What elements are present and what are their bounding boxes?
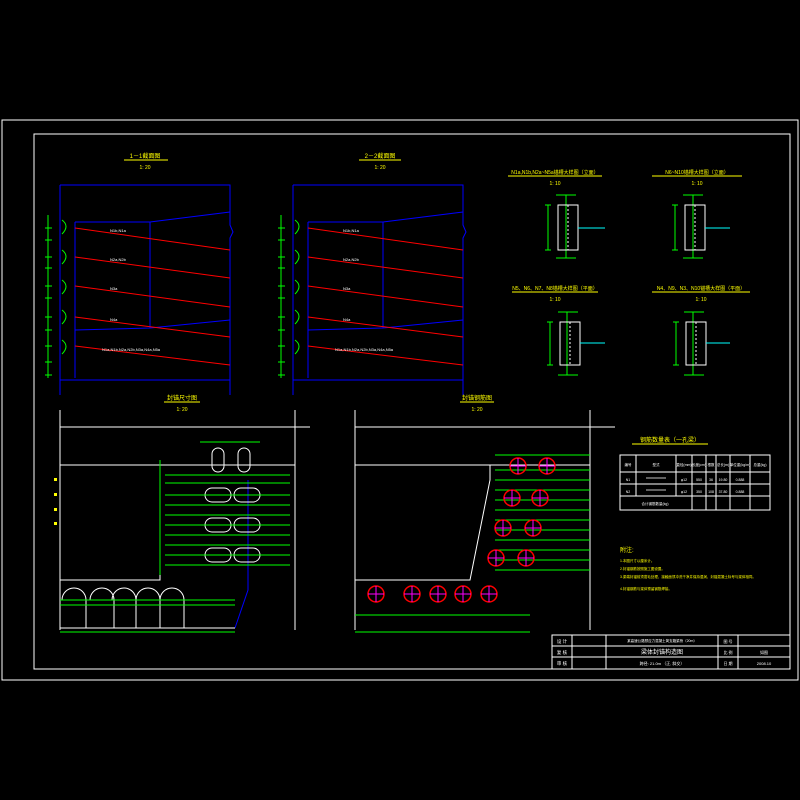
drawing-title: 梁体封锚构造图: [641, 648, 683, 656]
svg-text:N1b,N1a: N1b,N1a: [110, 228, 127, 233]
plan-rebar-view: 封锚钢筋图 1: 20: [354, 394, 615, 633]
notes-title: 附注:: [620, 546, 634, 554]
svg-text:0.888: 0.888: [736, 490, 745, 494]
notes: 附注: 1.本图尺寸以厘米计。 2.封锚钢筋按照施工图设置。 3.梁端封锚前须凿…: [620, 546, 756, 591]
outer-border: [1, 119, 799, 681]
svg-text:长度(cm): 长度(cm): [692, 462, 706, 467]
rebar-quantity-table: 钢筋数量表（一孔梁） 编号 型式 直径(mm) 长度(cm) 根数 总长(m) …: [619, 436, 771, 511]
detail-d-title: N4、N9、N3、N10锚槽大样图（平面）: [657, 285, 745, 292]
svg-text:N1a,N1b,N2a,N2b,N3a,N4a,N5a: N1a,N1b,N2a,N2b,N3a,N4a,N5a: [102, 347, 161, 352]
svg-text:复 核: 复 核: [557, 649, 568, 656]
svg-text:φ12: φ12: [681, 478, 687, 482]
svg-text:4.封锚钢筋与梁体预留钢筋焊接。: 4.封锚钢筋与梁体预留钢筋焊接。: [620, 586, 672, 591]
section-2-scale: 1: 20: [374, 165, 385, 171]
project-name: 某高速公路预应力混凝土简支箱梁桥（20m）: [627, 638, 697, 643]
svg-text:总重(kg): 总重(kg): [753, 462, 766, 467]
svg-text:合计钢筋数量(kg): 合计钢筋数量(kg): [641, 501, 668, 506]
detail-a-title: N1a,N1b,N2a~N5a锚槽大样图（立面）: [511, 169, 598, 176]
svg-text:1: 10: 1: 10: [549, 181, 560, 187]
detail-views: N1a,N1b,N2a~N5a锚槽大样图（立面） 1: 10 N6~N10锚槽大…: [508, 169, 750, 376]
svg-text:日 期: 日 期: [723, 660, 732, 666]
svg-text:108: 108: [708, 490, 714, 494]
svg-text:型式: 型式: [653, 462, 661, 467]
svg-text:N2: N2: [626, 490, 631, 494]
svg-text:0.888: 0.888: [736, 478, 745, 482]
svg-text:N3a: N3a: [110, 286, 118, 291]
svg-text:19.80: 19.80: [719, 478, 728, 482]
plan-rebar-title: 封锚钢筋图: [462, 394, 492, 402]
svg-text:总长(m): 总长(m): [717, 462, 729, 467]
section-2-title: 2－2截面图: [365, 152, 396, 160]
svg-text:N1: N1: [626, 478, 631, 482]
svg-text:1: 20: 1: 20: [176, 407, 187, 413]
table-title: 钢筋数量表（一孔梁）: [640, 436, 700, 444]
svg-text:1: 10: 1: 10: [691, 181, 702, 187]
svg-text:跨径: 21.0m （正, 斜交）: 跨径: 21.0m （正, 斜交）: [640, 660, 685, 666]
title-block: 设 计 复 核 审 核 某高速公路预应力混凝土简支箱梁桥（20m） 梁体封锚构造…: [551, 634, 791, 670]
svg-text:如图: 如图: [760, 649, 768, 655]
svg-text:1: 20: 1: 20: [471, 407, 482, 413]
svg-text:2.封锚钢筋按照施工图设置。: 2.封锚钢筋按照施工图设置。: [620, 566, 665, 571]
svg-text:单位重(kg/m): 单位重(kg/m): [730, 462, 750, 467]
svg-text:37.80: 37.80: [719, 490, 728, 494]
svg-text:N1b,N1a: N1b,N1a: [343, 228, 360, 233]
svg-text:编号: 编号: [625, 462, 633, 467]
svg-text:N2a,N2b: N2a,N2b: [343, 257, 360, 262]
svg-text:比 例: 比 例: [723, 649, 732, 655]
plan-dimension-view: 封锚尺寸图 1: 20: [54, 394, 310, 633]
svg-text:N1a,N1b,N2a,N2b,N3a,N4a,N5a: N1a,N1b,N2a,N2b,N3a,N4a,N5a: [335, 347, 394, 352]
svg-text:3.梁端封锚前须凿毛处理，接触面须冲洗干净并保持湿润，封锚混: 3.梁端封锚前须凿毛处理，接触面须冲洗干净并保持湿润，封锚混凝土标号与梁体相同。: [620, 574, 756, 579]
section-1-title: 1－1截面图: [130, 152, 161, 160]
svg-text:1: 10: 1: 10: [549, 297, 560, 303]
svg-text:1.本图尺寸以厘米计。: 1.本图尺寸以厘米计。: [620, 558, 654, 563]
svg-text:设 计: 设 计: [557, 638, 568, 645]
svg-text:350: 350: [696, 490, 702, 494]
svg-text:图 号: 图 号: [723, 638, 732, 644]
svg-text:550: 550: [696, 478, 702, 482]
svg-text:36: 36: [709, 478, 713, 482]
svg-text:N3a: N3a: [343, 286, 351, 291]
section-1-scale: 1: 20: [139, 165, 150, 171]
svg-text:N4a: N4a: [343, 317, 351, 322]
section-2-2-view: 2－2截面图 1: 20 N1b,N1a N2a,N2b N3a N4a N1a…: [278, 152, 467, 395]
svg-text:直径(mm): 直径(mm): [676, 462, 691, 467]
section-1-1-view: 1－1截面图 1: 20 N1b,N1a N2a,N2b N3a N: [45, 152, 234, 395]
detail-c-title: N5、N6、N7、N8锚槽大样图（平面）: [512, 285, 598, 292]
inner-border: [33, 133, 791, 670]
svg-text:N4a: N4a: [110, 317, 118, 322]
svg-text:2008.10: 2008.10: [757, 661, 772, 666]
svg-text:审 核: 审 核: [557, 660, 568, 667]
svg-text:φ12: φ12: [681, 490, 687, 494]
svg-text:1: 10: 1: 10: [695, 297, 706, 303]
svg-text:N2a,N2b: N2a,N2b: [110, 257, 127, 262]
plan-dims-title: 封锚尺寸图: [167, 394, 197, 402]
detail-b-title: N6~N10锚槽大样图（立面）: [665, 169, 729, 176]
svg-text:根数: 根数: [708, 462, 716, 467]
